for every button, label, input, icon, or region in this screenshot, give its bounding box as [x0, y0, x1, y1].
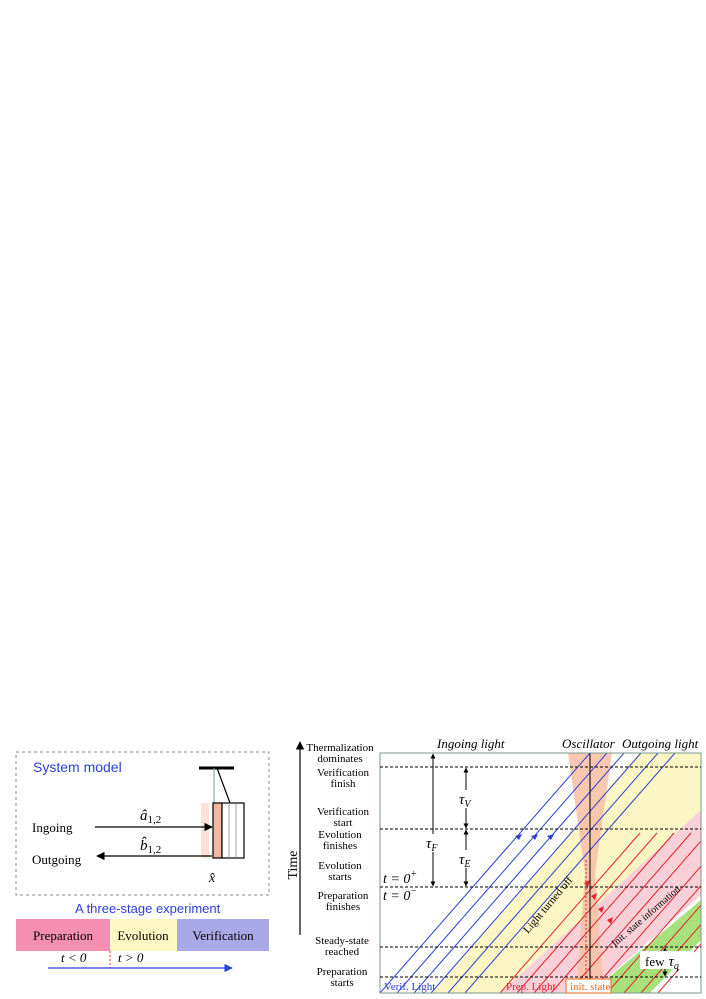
- verification-light-line: [396, 753, 608, 993]
- preparation-light-line: [499, 832, 641, 993]
- system-model-panel: System model Ingoing â1,2 Outgoing b̂1,2…: [15, 751, 270, 896]
- stage-evolution-box: [110, 919, 177, 951]
- preparation-light-line: [516, 832, 658, 993]
- header-ingoing-light: Ingoing light: [436, 736, 505, 751]
- t-zero-minus: t = 0−: [383, 886, 417, 904]
- preparation-light-lines: [499, 832, 701, 993]
- preparation-light-arrowhead: [591, 893, 597, 900]
- verification-light-arrowhead: [531, 834, 538, 840]
- system-model-title: System model: [33, 759, 122, 775]
- stage-evolution-label: Evolution: [117, 928, 169, 943]
- verification-light-arrowhead: [547, 834, 554, 840]
- a-operator: â1,2: [140, 808, 161, 826]
- diagram-frame: [379, 752, 702, 994]
- verification-light-line: [447, 753, 659, 993]
- verification-light-lines: [380, 753, 676, 993]
- prep-light-label: Prep. Light: [506, 981, 556, 993]
- stage-preparation-box: [16, 919, 110, 951]
- mirror-shadow: [201, 803, 209, 858]
- verif-light-label: Verif. Light: [384, 981, 435, 993]
- preparation-light-line: [606, 884, 701, 993]
- time-axis-label: Time: [286, 850, 301, 879]
- header-oscillator: Oscillator: [562, 736, 616, 751]
- verification-light-arrowhead: [515, 834, 522, 840]
- t-positive-label: t > 0: [118, 950, 144, 965]
- preparation-light-line: [623, 904, 701, 993]
- preparation-light-line: [550, 832, 692, 993]
- tau-v-label: τV: [459, 792, 472, 810]
- header-outgoing-light: Outgoing light: [622, 736, 699, 751]
- verification-light-line: [413, 753, 625, 993]
- three-stage-experiment: A three-stage experiment Preparation Evo…: [16, 901, 269, 973]
- preparation-light-line: [657, 943, 701, 993]
- b-operator: b̂1,2: [140, 837, 161, 856]
- verification-light-line: [380, 753, 591, 993]
- init-state-label: init. state: [570, 981, 610, 993]
- init-state-box: [565, 978, 612, 994]
- ingoing-label: Ingoing: [32, 820, 73, 835]
- tau-e-label: τE: [459, 852, 470, 870]
- system-model-frame: [15, 751, 270, 896]
- stage-preparation-label: Preparation: [33, 928, 93, 943]
- preparation-light-arrowhead: [584, 880, 590, 887]
- mirror-support-rod-right: [216, 767, 231, 804]
- verification-light-line: [464, 753, 676, 993]
- mirror-front: [212, 802, 223, 859]
- tau-f-label: τF: [426, 836, 438, 854]
- preparation-light-arrowhead: [607, 917, 613, 924]
- stage-verification-label: Verification: [192, 928, 254, 943]
- experiment-title: A three-stage experiment: [75, 901, 221, 916]
- t-zero-plus: t = 0+: [383, 869, 417, 887]
- preparation-light-line: [589, 865, 701, 993]
- preparation-light-line: [640, 923, 701, 993]
- timeline-diagram: Ingoing light Oscillator Outgoing light …: [286, 736, 702, 994]
- preparation-light-line: [567, 840, 701, 993]
- outgoing-label: Outgoing: [32, 852, 82, 867]
- verification-light-line: [430, 753, 642, 993]
- preparation-light-line: [533, 832, 675, 993]
- stage-verification-box: [177, 919, 269, 951]
- t-negative-label: t < 0: [61, 950, 87, 965]
- x-operator: x̂: [208, 871, 216, 886]
- preparation-light-arrowhead: [598, 906, 604, 913]
- mirror-body: [221, 802, 245, 859]
